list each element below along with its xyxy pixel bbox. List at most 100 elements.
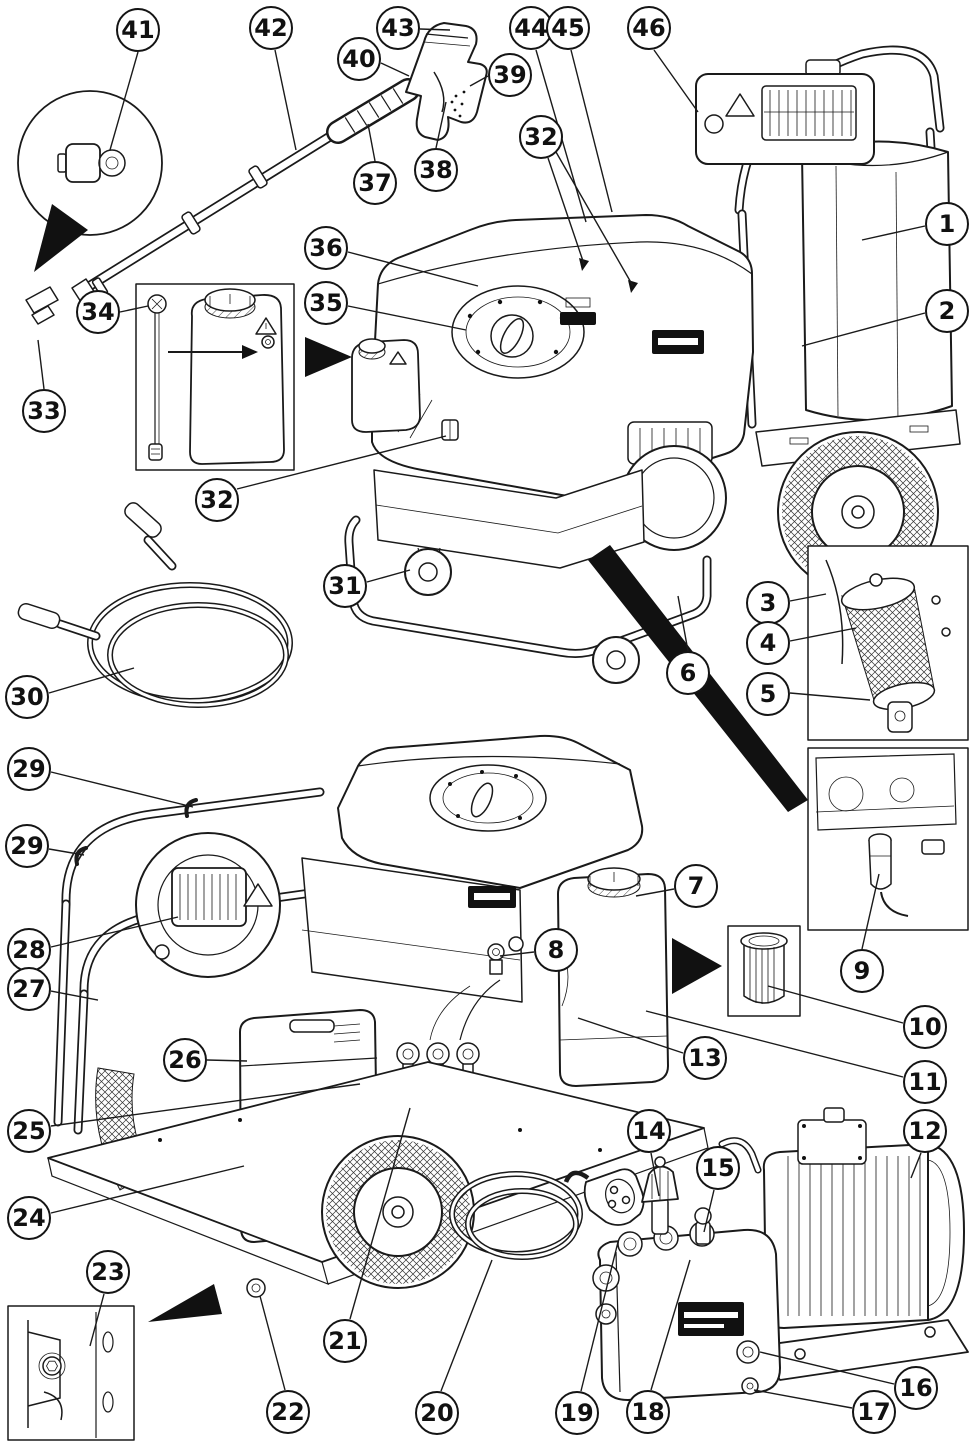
callout-13: 13 xyxy=(683,1036,727,1080)
upper-washer-unit xyxy=(344,45,961,684)
leader-line-24 xyxy=(50,1165,245,1214)
callout-33: 33 xyxy=(22,389,66,433)
leader-line-28 xyxy=(50,916,179,948)
leader-line-8 xyxy=(499,951,535,957)
detail-arrow-bracket-inset xyxy=(148,1284,222,1322)
callout-38: 38 xyxy=(414,148,458,192)
leader-line-25 xyxy=(50,1083,361,1127)
callout-36: 36 xyxy=(304,226,348,270)
callout-43: 43 xyxy=(376,6,420,50)
callout-22: 22 xyxy=(266,1390,310,1434)
callout-20: 20 xyxy=(415,1391,459,1435)
callout-32: 32 xyxy=(519,115,563,159)
leader-line-22 xyxy=(259,1295,286,1391)
leader-line-15 xyxy=(703,1189,715,1233)
callout-29: 29 xyxy=(7,747,51,791)
callout-12: 12 xyxy=(903,1109,947,1153)
inset-filter-detail xyxy=(807,545,969,741)
leader-line-12 xyxy=(910,1152,922,1179)
high-pressure-hose-coil xyxy=(17,502,293,708)
callout-29: 29 xyxy=(5,824,49,868)
leader-arrowhead xyxy=(579,258,589,271)
leader-arrowhead xyxy=(628,280,638,293)
leader-line-4 xyxy=(789,627,857,642)
detail-arrow-nozzle xyxy=(34,204,88,272)
pump-motor-assembly xyxy=(592,1107,969,1401)
callout-34: 34 xyxy=(76,290,120,334)
leader-line-3 xyxy=(789,593,827,602)
detail-arrow-filter-inset xyxy=(672,938,722,994)
detail-arrow-tank xyxy=(305,337,352,377)
leader-line-43 xyxy=(419,28,451,31)
leader-line-35 xyxy=(347,305,467,331)
leader-line-26 xyxy=(206,1059,248,1062)
leader-line-46 xyxy=(653,49,699,113)
leader-line-32 xyxy=(555,151,634,287)
spray-gun-lance xyxy=(25,22,488,325)
leader-line-17 xyxy=(753,1389,853,1409)
callout-25: 25 xyxy=(7,1109,51,1153)
leader-line-9 xyxy=(861,873,880,950)
callout-23: 23 xyxy=(86,1250,130,1294)
leader-line-7 xyxy=(635,888,675,897)
callout-26: 26 xyxy=(163,1038,207,1082)
callout-16: 16 xyxy=(894,1366,938,1410)
leader-line-19 xyxy=(580,1241,619,1392)
callout-1: 1 xyxy=(925,202,969,246)
leader-line-32 xyxy=(236,435,447,490)
callout-4: 4 xyxy=(746,621,790,665)
leader-line-31 xyxy=(366,569,411,583)
leader-line-16 xyxy=(759,1351,895,1385)
leader-line-23 xyxy=(89,1293,105,1347)
leader-line-38 xyxy=(435,101,447,149)
callout-45: 45 xyxy=(546,6,590,50)
leader-line-14 xyxy=(650,1152,660,1197)
callout-15: 15 xyxy=(696,1146,740,1190)
callout-31: 31 xyxy=(323,564,367,608)
nozzle-detail-circle xyxy=(17,90,163,236)
leader-line-29 xyxy=(48,848,85,856)
leader-line-11 xyxy=(645,1010,904,1078)
leader-line-18 xyxy=(650,1259,691,1391)
leader-line-1 xyxy=(861,225,926,241)
callout-37: 37 xyxy=(353,161,397,205)
callout-7: 7 xyxy=(674,864,718,908)
callout-30: 30 xyxy=(5,675,49,719)
leader-line-21 xyxy=(349,1107,411,1320)
leader-line-40 xyxy=(380,62,410,77)
leader-line-32 xyxy=(547,157,585,265)
leader-line-34 xyxy=(119,305,149,313)
leader-line-6 xyxy=(677,595,689,652)
callout-24: 24 xyxy=(7,1196,51,1240)
leader-line-39 xyxy=(469,75,489,87)
leader-line-45 xyxy=(570,49,613,213)
callout-46: 46 xyxy=(627,6,671,50)
leader-line-27 xyxy=(50,990,99,1001)
callout-3: 3 xyxy=(746,581,790,625)
callout-32: 32 xyxy=(195,478,239,522)
callout-44: 44 xyxy=(509,6,553,50)
callout-14: 14 xyxy=(627,1109,671,1153)
leader-line-5 xyxy=(789,692,871,701)
leader-line-2 xyxy=(801,312,926,347)
leader-line-10 xyxy=(767,985,904,1024)
callout-27: 27 xyxy=(7,967,51,1011)
chemical-tank-inset xyxy=(135,283,295,471)
callout-10: 10 xyxy=(903,1005,947,1049)
callout-21: 21 xyxy=(323,1319,367,1363)
callout-41: 41 xyxy=(116,8,160,52)
leader-line-36 xyxy=(347,251,479,287)
callout-5: 5 xyxy=(746,672,790,716)
callout-2: 2 xyxy=(925,289,969,333)
callout-28: 28 xyxy=(7,928,51,972)
lower-washer-unit xyxy=(47,734,709,1298)
callout-39: 39 xyxy=(488,53,532,97)
leader-line-13 xyxy=(577,1017,684,1054)
leader-line-29 xyxy=(50,771,194,808)
callout-18: 18 xyxy=(626,1390,670,1434)
leader-line-30 xyxy=(48,667,135,694)
callout-17: 17 xyxy=(852,1390,896,1434)
